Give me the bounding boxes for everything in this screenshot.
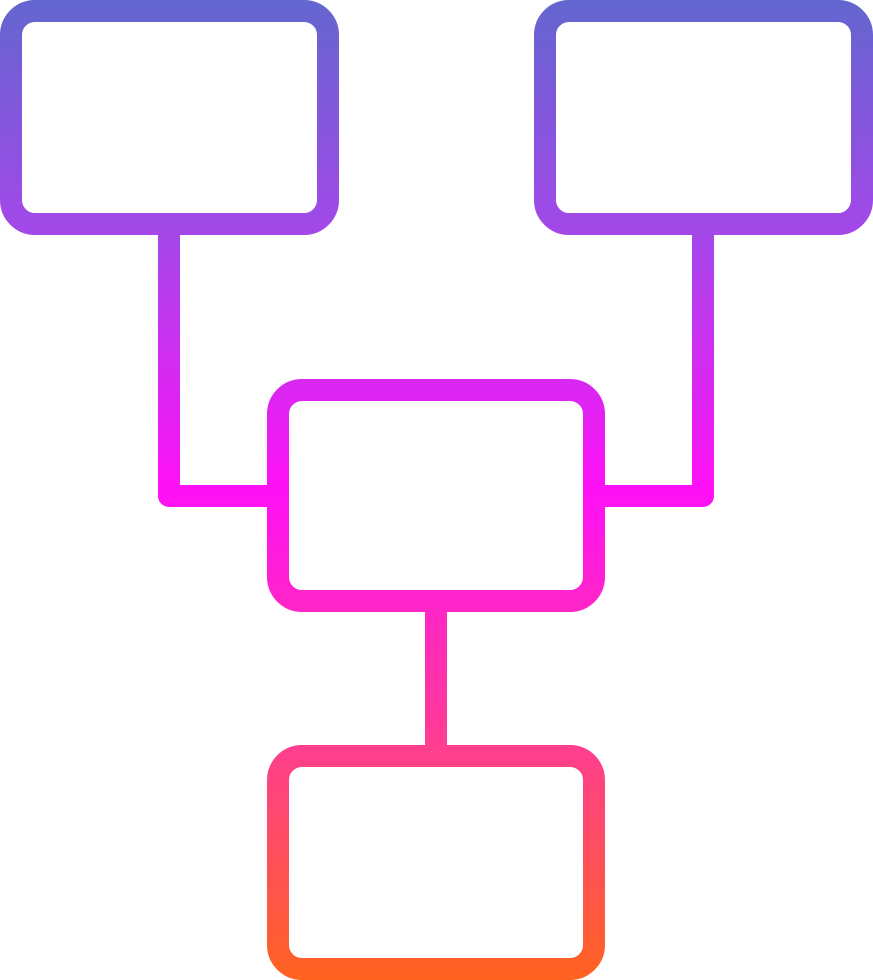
center-box — [267, 379, 605, 612]
connector-top-left-to-center — [158, 213, 289, 507]
bottom-box — [267, 745, 605, 980]
connector-top-right-to-center — [583, 213, 714, 507]
top-right-box — [534, 0, 873, 235]
top-left-box — [0, 0, 339, 235]
